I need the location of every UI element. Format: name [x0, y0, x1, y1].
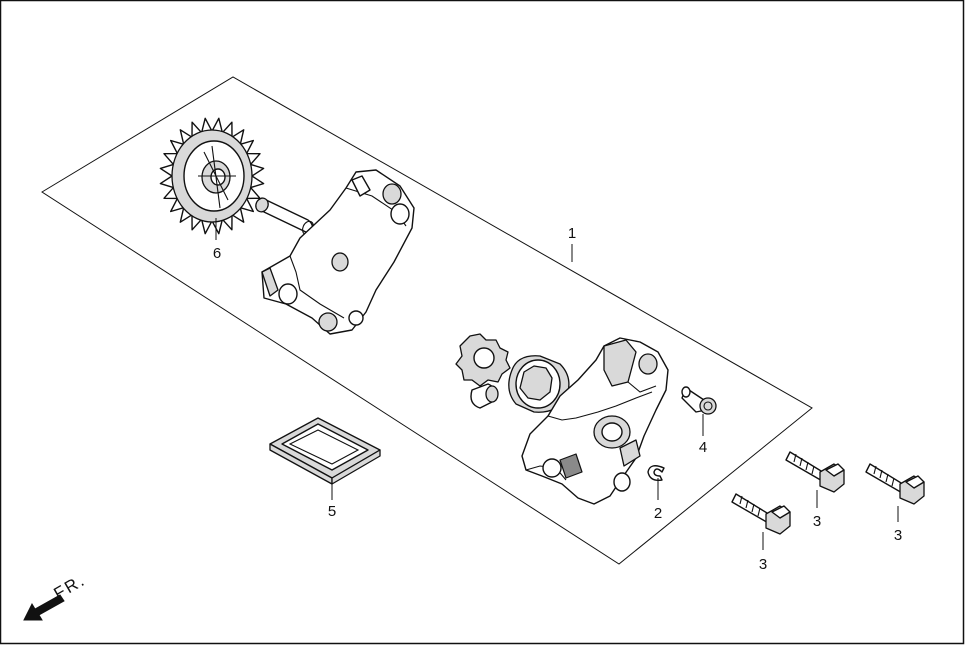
- flange-bolt-b: [785, 451, 845, 508]
- dowel-pin-part: [681, 386, 717, 436]
- outer-rotor: [508, 355, 570, 413]
- flange-bolt-c: [865, 463, 925, 522]
- callout-5: 5: [328, 503, 336, 520]
- inner-rotor: [455, 333, 511, 387]
- callout-3-b: 3: [813, 513, 821, 530]
- callout-6: 6: [213, 245, 221, 262]
- callout-3-c: 3: [894, 527, 902, 544]
- callout-3-a: 3: [759, 556, 767, 573]
- front-direction-label: FR.: [51, 570, 89, 603]
- circlip-part: [647, 465, 665, 500]
- sprocket-part: [159, 117, 265, 240]
- pump-body: [521, 337, 669, 505]
- shaft-pin: [255, 197, 314, 236]
- assembly-boundary: [41, 76, 813, 565]
- pump-cover: [261, 169, 415, 335]
- front-direction-arrow-icon: [23, 594, 65, 621]
- flange-bolt-a: [731, 493, 791, 550]
- callout-1: 1: [568, 225, 576, 242]
- gasket-part: [269, 417, 381, 500]
- callout-2: 2: [654, 505, 662, 522]
- callout-4: 4: [699, 439, 707, 456]
- roller-pin: [470, 383, 499, 409]
